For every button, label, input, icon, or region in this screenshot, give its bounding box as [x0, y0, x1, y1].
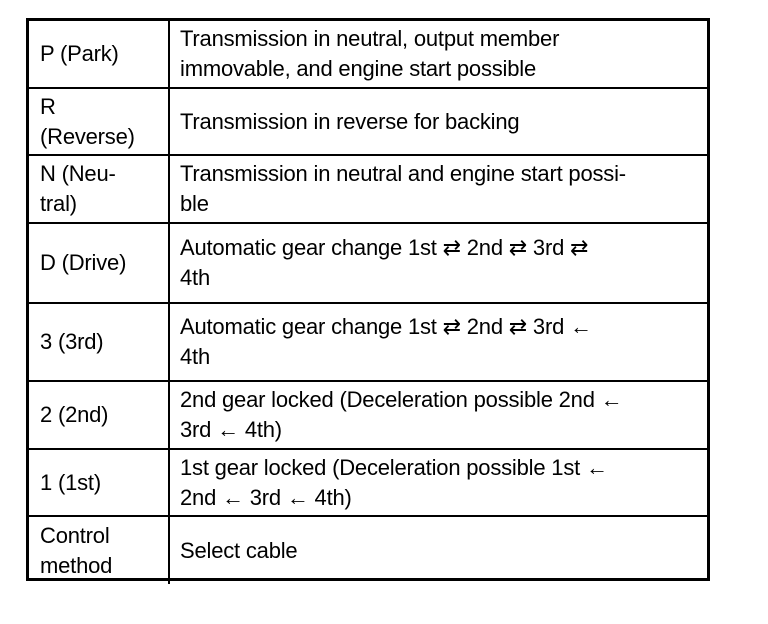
position-cell: 2 (2nd) — [29, 380, 170, 450]
table-row: D (Drive) Automatic gear change 1st ⇄ 2n… — [29, 222, 707, 304]
position-cell: N (Neu- tral) — [29, 154, 170, 224]
description-cell: Automatic gear change 1st ⇄ 2nd ⇄ 3rd ← … — [168, 302, 707, 382]
position-cell: Control method — [29, 515, 170, 584]
position-cell: P (Park) — [29, 21, 170, 89]
description-cell: Transmission in reverse for backing — [168, 87, 707, 156]
table-row: N (Neu- tral) Transmission in neutral an… — [29, 154, 707, 224]
table-row: Control method Select cable — [29, 515, 707, 584]
table-row: 3 (3rd) Automatic gear change 1st ⇄ 2nd … — [29, 302, 707, 382]
table: P (Park) Transmission in neutral, output… — [29, 21, 707, 584]
position-cell: D (Drive) — [29, 222, 170, 304]
description-cell: Select cable — [168, 515, 707, 584]
position-cell: 3 (3rd) — [29, 302, 170, 382]
position-cell: 1 (1st) — [29, 448, 170, 517]
shift-position-table: P (Park) Transmission in neutral, output… — [26, 18, 710, 584]
table-row: P (Park) Transmission in neutral, output… — [29, 21, 707, 89]
table-row: 2 (2nd) 2nd gear locked (Deceleration po… — [29, 380, 707, 450]
description-cell: 1st gear locked (Deceleration possible 1… — [168, 448, 707, 517]
table-row: R (Reverse) Transmission in reverse for … — [29, 87, 707, 156]
table-row: 1 (1st) 1st gear locked (Deceleration po… — [29, 448, 707, 517]
description-cell: Automatic gear change 1st ⇄ 2nd ⇄ 3rd ⇄ … — [168, 222, 707, 304]
description-cell: Transmission in neutral, output member i… — [168, 21, 707, 89]
position-cell: R (Reverse) — [29, 87, 170, 156]
description-cell: Transmission in neutral and engine start… — [168, 154, 707, 224]
description-cell: 2nd gear locked (Deceleration possible 2… — [168, 380, 707, 450]
